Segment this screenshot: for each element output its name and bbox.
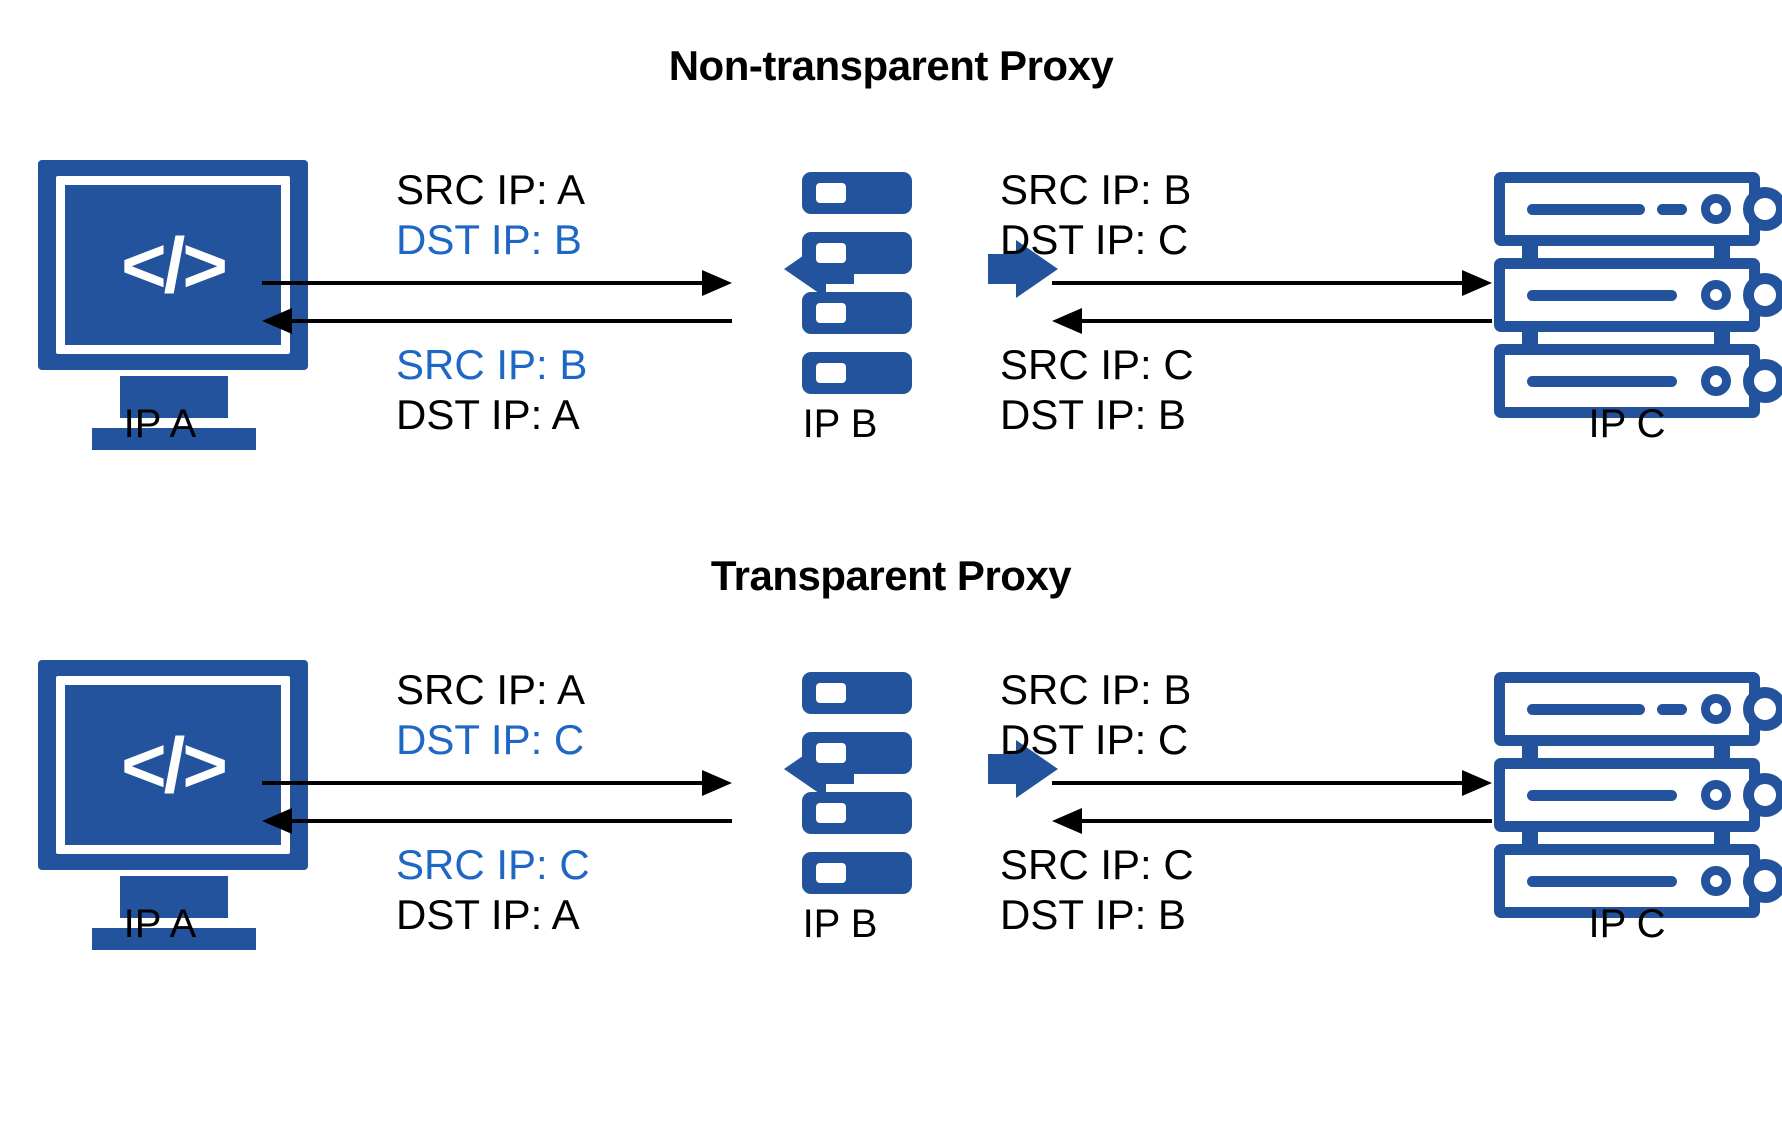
response-arrow-proxy-to-client-1 <box>262 806 732 836</box>
rack-dash <box>1527 376 1677 387</box>
packet-line: DST IP: C <box>1000 716 1189 764</box>
packet-server-request-1: SRC IP: B DST IP: C <box>1000 665 1191 766</box>
section-title-transparent: Transparent Proxy <box>710 552 1072 599</box>
packet-client-request-0: SRC IP: A DST IP: B <box>396 165 585 266</box>
response-arrow-proxy-to-client-0 <box>262 306 732 336</box>
rack-indicator-large <box>1743 359 1782 403</box>
rack-dash <box>1527 704 1645 715</box>
packet-line: SRC IP: C <box>396 841 590 888</box>
rack-dash <box>1527 790 1677 801</box>
server-node-1 <box>1482 660 1782 940</box>
diagram-transparent-proxy: </> IP A SRC IP: A DST IP: C SRC IP: C D… <box>0 520 1782 1134</box>
packet-line: DST IP: C <box>1000 216 1189 264</box>
server-stack-icon-bar <box>802 352 912 394</box>
client-node-1: </> <box>10 648 310 950</box>
server-stack-icon-bar <box>802 672 912 714</box>
rack-indicator-large <box>1743 859 1782 903</box>
diagram-non-transparent-proxy: </> IP A SRC IP: A DST IP: B SRC IP: B D… <box>0 0 1782 520</box>
packet-line: SRC IP: C <box>1000 341 1194 388</box>
server-stack-icon-bar <box>802 732 912 774</box>
code-monitor-icon: </> <box>38 160 308 370</box>
code-glyph: </> <box>121 721 228 809</box>
client-node-0: </> <box>10 148 310 450</box>
server-rack-icon-unit <box>1494 672 1782 746</box>
rack-indicator-small <box>1701 694 1731 724</box>
rack-indicator-large <box>1743 273 1782 317</box>
monitor-stand-base <box>92 428 256 450</box>
proxy-ip-label-1: IP B <box>802 902 878 946</box>
code-monitor-icon: </> <box>38 660 308 870</box>
server-ip-label-0: IP C <box>1588 402 1666 446</box>
rack-indicator-small <box>1701 366 1731 396</box>
rack-indicator-small <box>1701 194 1731 224</box>
monitor-stand-neck <box>120 876 228 918</box>
packet-line: SRC IP: C <box>1000 841 1194 888</box>
packet-line: DST IP: A <box>396 891 580 939</box>
packet-line: DST IP: B <box>1000 391 1186 439</box>
request-arrow-proxy-to-server-1 <box>1052 768 1492 798</box>
rack-indicator-large <box>1743 773 1782 817</box>
server-rack-icon-unit <box>1494 758 1782 832</box>
server-ip-label-1: IP C <box>1588 902 1666 946</box>
request-arrow-client-to-proxy-0 <box>262 268 732 298</box>
rack-dash <box>1527 204 1645 215</box>
rack-dash <box>1657 204 1687 215</box>
server-rack-icon-unit <box>1494 844 1782 918</box>
server-stack-icon-bar <box>802 292 912 334</box>
packet-line: DST IP: B <box>1000 891 1186 939</box>
request-arrow-client-to-proxy-1 <box>262 768 732 798</box>
packet-line: SRC IP: B <box>1000 166 1192 213</box>
packet-line: SRC IP: B <box>396 341 588 388</box>
rack-indicator-large <box>1743 687 1782 731</box>
proxy-node-0 <box>720 160 1058 400</box>
packet-line: SRC IP: A <box>396 166 586 213</box>
monitor-screen: </> <box>56 676 290 854</box>
request-arrow-proxy-to-server-0 <box>1052 268 1492 298</box>
packet-client-response-0: SRC IP: B DST IP: A <box>396 340 587 441</box>
rack-indicator-small <box>1701 866 1731 896</box>
server-rack-icon-unit <box>1494 172 1782 246</box>
packet-client-request-1: SRC IP: A DST IP: C <box>396 665 585 766</box>
client-ip-label-0: IP A <box>123 402 197 446</box>
section-title-non-transparent: Non-transparent Proxy <box>668 42 1114 89</box>
rack-dash <box>1527 290 1677 301</box>
rack-indicator-small <box>1701 780 1731 810</box>
server-node-0 <box>1482 160 1782 440</box>
server-stack-icon-bar <box>802 172 912 214</box>
server-rack-icon-unit <box>1494 258 1782 332</box>
monitor-screen: </> <box>56 176 290 354</box>
packet-line: DST IP: C <box>396 716 585 764</box>
packet-client-response-1: SRC IP: C DST IP: A <box>396 840 590 941</box>
monitor-stand-base <box>92 928 256 950</box>
packet-line: DST IP: B <box>396 216 582 264</box>
proxy-outbound-arrow-icon <box>988 238 1060 300</box>
server-stack-icon-bar <box>802 792 912 834</box>
rack-dash <box>1527 876 1677 887</box>
rack-indicator-large <box>1743 187 1782 231</box>
response-arrow-server-to-proxy-1 <box>1052 806 1492 836</box>
response-arrow-server-to-proxy-0 <box>1052 306 1492 336</box>
proxy-ip-label-0: IP B <box>802 402 878 446</box>
packet-server-response-1: SRC IP: C DST IP: B <box>1000 840 1194 941</box>
packet-server-response-0: SRC IP: C DST IP: B <box>1000 340 1194 441</box>
server-stack-icon-bar <box>802 232 912 274</box>
proxy-node-1 <box>720 660 1058 900</box>
server-stack-icon-bar <box>802 852 912 894</box>
proxy-outbound-arrow-icon <box>988 738 1060 800</box>
packet-server-request-0: SRC IP: B DST IP: C <box>1000 165 1191 266</box>
code-glyph: </> <box>121 221 228 309</box>
client-ip-label-1: IP A <box>123 902 197 946</box>
server-rack-icon-unit <box>1494 344 1782 418</box>
packet-line: SRC IP: B <box>1000 666 1192 713</box>
rack-dash <box>1657 704 1687 715</box>
rack-indicator-small <box>1701 280 1731 310</box>
packet-line: SRC IP: A <box>396 666 586 713</box>
monitor-stand-neck <box>120 376 228 418</box>
packet-line: DST IP: A <box>396 391 580 439</box>
